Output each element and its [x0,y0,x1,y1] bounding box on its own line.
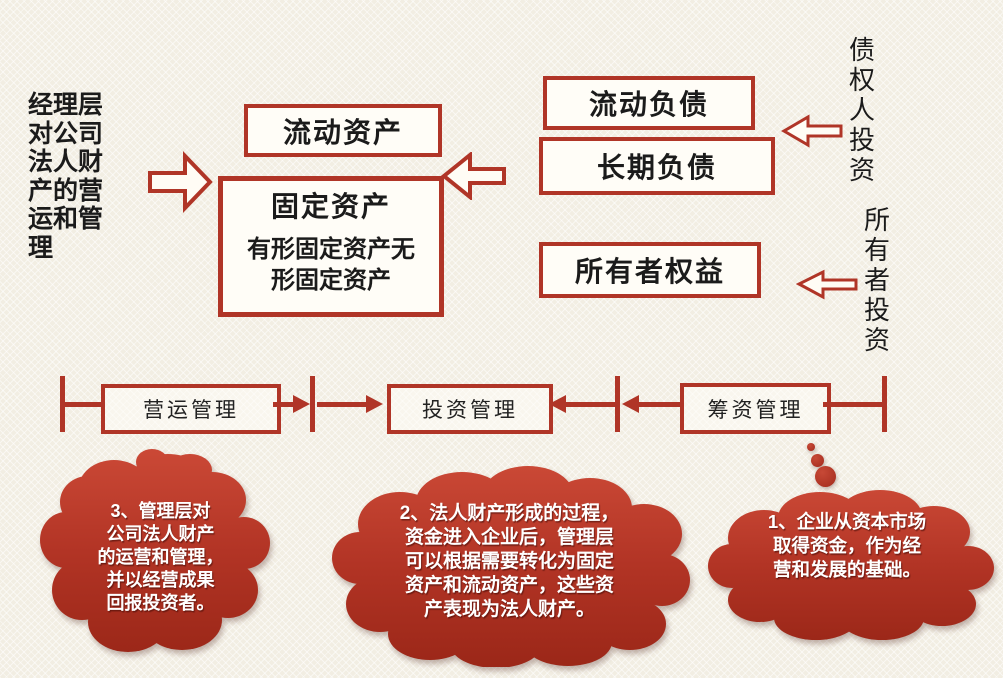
fixed-assets-detail: 有形固定资产无 形固定资产 [247,237,415,294]
timeline-tick [615,376,620,432]
longterm-liabilities-label: 长期负债 [596,153,717,184]
thought-dot [807,443,815,451]
owner-arrow-left-icon [796,269,858,300]
current-liabilities-label: 流动负债 [588,90,709,121]
creditor-investment-note: 债 权 人 投 资 [848,36,875,185]
arrowhead-left-icon [622,395,639,413]
arrowhead-right-icon [293,395,310,413]
box-financing-management: 筹资管理 [680,383,831,434]
cloud-callout-2 [332,466,690,667]
timeline-connector [65,402,103,407]
thought-dot [815,466,836,487]
cloud-callout-1 [708,490,994,640]
block-arrow-right-icon [148,151,213,213]
bubble-2-text: 2、法人财产形成的过程， 资金进入企业后，管理层 可以根据需要转化为固定 资产和… [399,503,620,620]
timeline-connector [273,402,297,407]
timeline-tick [310,376,315,432]
financing-management-label: 筹资管理 [707,397,804,422]
timeline-connector [317,402,368,407]
arrowhead-right-icon [366,395,383,413]
cloud-callout-3 [40,449,270,652]
arrowhead-left-icon [549,395,566,413]
box-current-assets: 流动资产 [244,104,442,157]
timeline-tick [882,376,887,432]
box-fixed-assets: 固定资产 有形固定资产无 形固定资产 [218,176,444,317]
timeline-tick [60,376,65,432]
block-arrow-left-icon [440,152,506,200]
box-investment-management: 投资管理 [387,384,553,434]
box-longterm-liabilities: 长期负债 [539,137,775,195]
timeline-connector [564,402,615,407]
owners-equity-label: 所有者权益 [574,257,725,288]
bubble-3-text: 3、管理层对 公司法人财产 的运营和管理， 并以经营成果 回报投资者。 [97,501,224,613]
timeline-connector [637,402,680,407]
box-current-liabilities: 流动负债 [543,76,755,130]
bubble-1-text: 1、企业从资本市场 取得资金，作为经 营和发展的基础。 [767,511,927,580]
current-assets-label: 流动资产 [282,117,403,149]
timeline-connector [823,402,882,407]
thought-dot [811,454,824,467]
operations-management-label: 营运管理 [143,398,239,422]
box-owners-equity: 所有者权益 [539,242,761,298]
creditor-arrow-left-icon [781,114,843,148]
fixed-assets-label: 固定资产 [270,192,391,223]
box-operations-management: 营运管理 [101,384,281,434]
investment-management-label: 投资管理 [422,398,518,422]
owner-investment-note: 所 有 者 投 资 [863,206,890,355]
manager-role-note: 经理层 对公司 法人财 产的营 运和管 理 [28,92,104,262]
